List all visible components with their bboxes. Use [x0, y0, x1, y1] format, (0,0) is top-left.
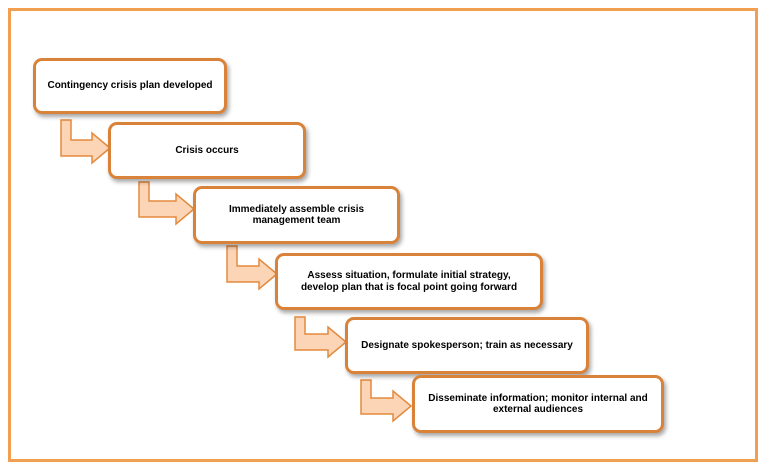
bent-arrow-1	[60, 119, 112, 165]
bent-arrow-2	[138, 181, 196, 226]
bent-arrow-3	[226, 245, 279, 291]
step-assemble-team: Immediately assemble crisis management t…	[193, 186, 400, 244]
step-designate-spokesperson: Designate spokesperson; train as necessa…	[345, 317, 589, 374]
step-disseminate-information: Disseminate information; monitor interna…	[412, 375, 664, 433]
step-crisis-occurs: Crisis occurs	[108, 122, 306, 179]
step-contingency-plan: Contingency crisis plan developed	[33, 58, 227, 114]
bent-arrow-4	[294, 316, 348, 359]
step-assess-situation: Assess situation, formulate initial stra…	[275, 253, 543, 310]
bent-arrow-5	[360, 379, 413, 423]
